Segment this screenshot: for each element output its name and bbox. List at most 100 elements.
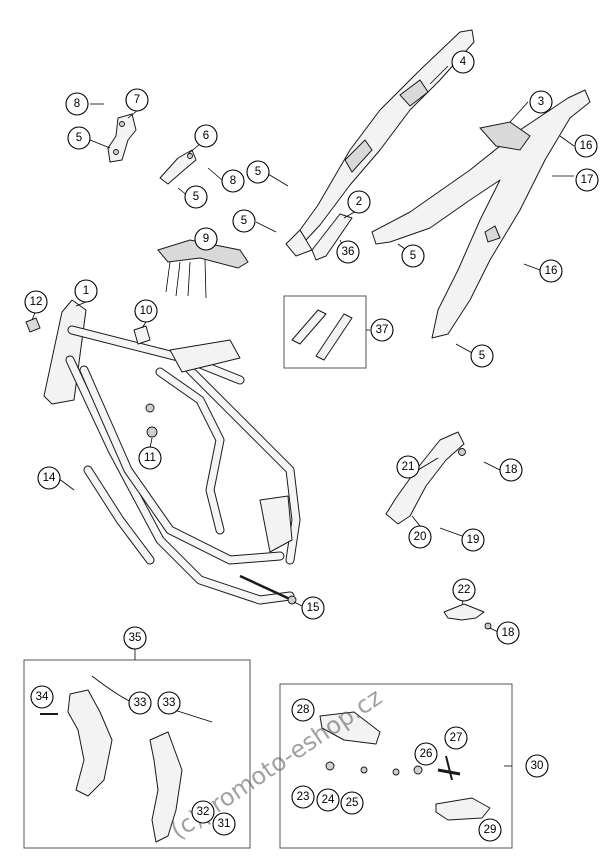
- svg-text:5: 5: [410, 250, 416, 262]
- svg-text:33: 33: [134, 697, 147, 709]
- footrest-bracket-part-21: [385, 431, 466, 525]
- callout-2: 2: [347, 190, 371, 214]
- svg-text:2: 2: [356, 196, 362, 208]
- callout-34: 34: [30, 685, 54, 709]
- callout-30: 30: [525, 754, 549, 778]
- callout-16: 16: [539, 259, 563, 283]
- guard-part-2: [311, 213, 353, 261]
- bracket-part-10: [133, 325, 151, 345]
- callout-7: 7: [125, 88, 149, 112]
- callout-37: 37: [370, 318, 394, 342]
- callout-18: 18: [499, 458, 523, 482]
- callout-27: 27: [444, 726, 468, 750]
- svg-text:5: 5: [241, 215, 247, 227]
- callout-35: 35: [123, 626, 147, 650]
- svg-text:8: 8: [74, 98, 80, 110]
- svg-text:9: 9: [203, 233, 209, 245]
- callout-5: 5: [401, 244, 425, 268]
- svg-text:37: 37: [376, 324, 389, 336]
- svg-text:22: 22: [458, 584, 471, 596]
- svg-text:16: 16: [545, 265, 558, 277]
- svg-text:34: 34: [36, 691, 49, 703]
- svg-text:10: 10: [140, 305, 153, 317]
- svg-text:23: 23: [297, 791, 310, 803]
- callout-5: 5: [67, 126, 91, 150]
- svg-text:19: 19: [467, 534, 480, 546]
- svg-text:14: 14: [43, 472, 56, 484]
- callout-23: 23: [291, 785, 315, 809]
- callout-11: 11: [138, 446, 162, 470]
- svg-text:12: 12: [30, 296, 43, 308]
- svg-text:11: 11: [144, 452, 156, 464]
- callout-28: 28: [291, 698, 315, 722]
- svg-text:26: 26: [420, 748, 433, 760]
- bracket-part-6: [159, 149, 197, 185]
- callout-1: 1: [74, 279, 98, 303]
- svg-text:25: 25: [346, 797, 359, 809]
- callout-10: 10: [134, 299, 158, 323]
- svg-text:35: 35: [129, 632, 142, 644]
- svg-text:17: 17: [581, 174, 594, 186]
- svg-text:21: 21: [402, 461, 415, 473]
- callout-32: 32: [191, 800, 215, 824]
- callout-25: 25: [340, 791, 364, 815]
- svg-text:36: 36: [342, 246, 355, 258]
- svg-text:8: 8: [230, 175, 236, 187]
- callout-18: 18: [496, 621, 520, 645]
- callout-6: 6: [194, 124, 218, 148]
- subframe-upper-part-4: [285, 29, 475, 257]
- callout-5: 5: [470, 344, 494, 368]
- callout-3: 3: [529, 90, 553, 114]
- callout-8: 8: [221, 169, 245, 193]
- callout-26: 26: [414, 742, 438, 766]
- svg-text:18: 18: [505, 464, 518, 476]
- callout-20: 20: [408, 525, 432, 549]
- svg-text:20: 20: [414, 531, 427, 543]
- svg-text:6: 6: [203, 130, 209, 142]
- callout-33: 33: [157, 691, 181, 715]
- svg-text:29: 29: [484, 824, 497, 836]
- sticker-set-part-37: [283, 295, 367, 369]
- svg-text:16: 16: [580, 140, 593, 152]
- callout-15: 15: [301, 596, 325, 620]
- main-frame-part-1: [43, 299, 301, 605]
- callout-33: 33: [128, 691, 152, 715]
- svg-text:5: 5: [193, 191, 199, 203]
- svg-text:24: 24: [322, 794, 335, 806]
- callout-12: 12: [24, 290, 48, 314]
- svg-text:7: 7: [134, 94, 140, 106]
- svg-text:5: 5: [479, 350, 485, 362]
- callout-group: 4 3 8 7 5 6 16 5 8 5 17 2 5 9 36 5 16 1 …: [24, 50, 599, 842]
- callout-22: 22: [452, 578, 476, 602]
- svg-text:15: 15: [307, 602, 320, 614]
- callout-5: 5: [232, 209, 256, 233]
- callout-36: 36: [336, 240, 360, 264]
- callout-16: 16: [574, 134, 598, 158]
- callout-8: 8: [65, 92, 89, 116]
- callout-24: 24: [316, 788, 340, 812]
- callout-31: 31: [212, 812, 236, 836]
- callout-29: 29: [478, 818, 502, 842]
- svg-text:3: 3: [538, 96, 544, 108]
- svg-text:4: 4: [460, 56, 467, 68]
- svg-text:5: 5: [255, 166, 261, 178]
- svg-text:31: 31: [218, 818, 231, 830]
- callout-17: 17: [575, 168, 599, 192]
- callout-21: 21: [396, 455, 420, 479]
- callout-5: 5: [246, 160, 270, 184]
- callout-5: 5: [184, 185, 208, 209]
- callout-14: 14: [37, 466, 61, 490]
- svg-text:32: 32: [197, 806, 210, 818]
- svg-text:30: 30: [531, 760, 544, 772]
- svg-text:27: 27: [450, 732, 463, 744]
- footpeg-kit-part-30: [279, 683, 513, 849]
- cover-part-22: [443, 603, 492, 630]
- frame-protector-kit-part-35: [23, 659, 251, 849]
- clip-part-12: [25, 317, 41, 333]
- svg-text:1: 1: [83, 285, 89, 297]
- callout-9: 9: [194, 227, 218, 251]
- svg-text:18: 18: [502, 627, 515, 639]
- subframe-side-part-3: [371, 89, 591, 339]
- callout-19: 19: [461, 528, 485, 552]
